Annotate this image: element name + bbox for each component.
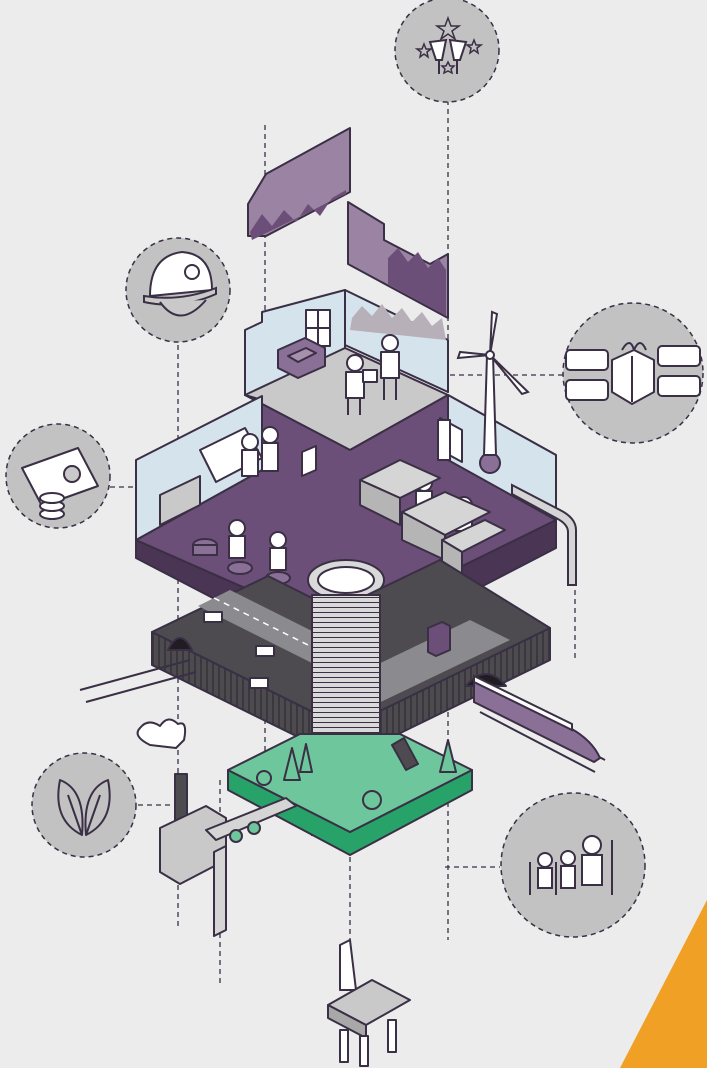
people-with-shovels-icon — [500, 792, 646, 938]
wind-turbine-icon — [456, 310, 530, 456]
gift-handover-icon — [562, 302, 704, 444]
train-icon — [473, 674, 602, 764]
pipe — [511, 483, 577, 586]
oil-platform-icon — [327, 939, 411, 1067]
money-banknote-coins-icon — [5, 423, 111, 529]
green-park-layer — [227, 733, 473, 856]
hard-hat-icon — [125, 237, 231, 343]
orange-corner-shape — [620, 900, 707, 1068]
top-room — [244, 289, 449, 451]
champagne-toast-icon — [394, 0, 500, 103]
factory-icon — [136, 718, 297, 937]
leaf-icon — [31, 752, 137, 858]
